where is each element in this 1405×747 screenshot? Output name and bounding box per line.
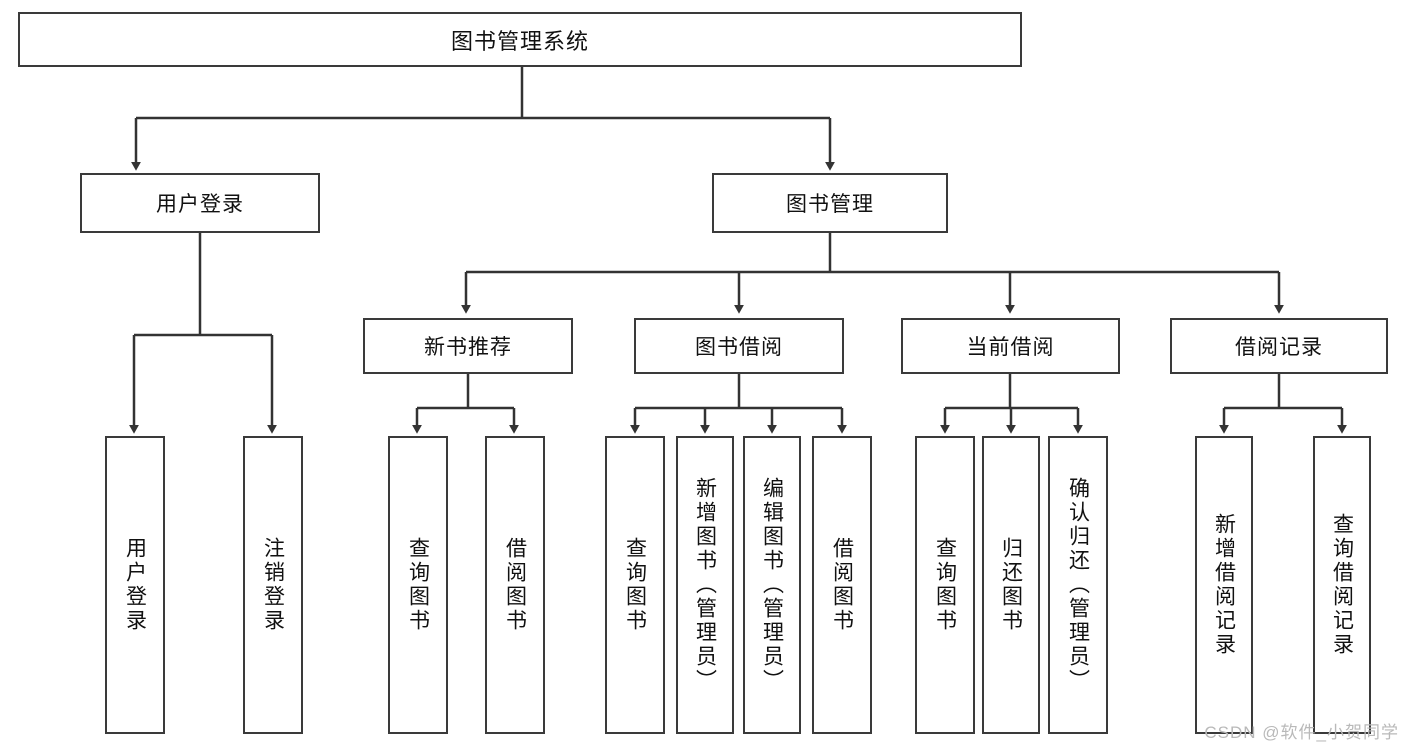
node-label: 编辑图书（管理员）: [760, 477, 784, 693]
node-label: 借阅图书: [503, 537, 527, 633]
leaf-return-book[interactable]: 归还图书: [982, 436, 1040, 734]
node-label: 注销登录: [261, 537, 285, 633]
node-label: 查询图书: [623, 537, 647, 633]
node-user-login[interactable]: 用户登录: [80, 173, 320, 233]
node-new-book-recommend[interactable]: 新书推荐: [363, 318, 573, 374]
node-label: 查询图书: [406, 537, 430, 633]
leaf-query-book-current[interactable]: 查询图书: [915, 436, 975, 734]
node-label: 图书借阅: [695, 336, 783, 359]
node-label: 图书管理系统: [450, 28, 589, 54]
node-label: 新书推荐: [424, 336, 512, 359]
node-label: 查询图书: [933, 537, 957, 633]
watermark-text: CSDN @软件_小贺同学: [1204, 723, 1399, 742]
node-label: 图书管理: [786, 193, 874, 216]
leaf-borrow-book[interactable]: 借阅图书: [812, 436, 872, 734]
leaf-user-login[interactable]: 用户登录: [105, 436, 165, 734]
leaf-edit-book-admin[interactable]: 编辑图书（管理员）: [743, 436, 801, 734]
leaf-add-book-admin[interactable]: 新增图书（管理员）: [676, 436, 734, 734]
node-label: 新增借阅记录: [1212, 513, 1236, 657]
node-label: 借阅记录: [1235, 336, 1323, 359]
node-book-management[interactable]: 图书管理: [712, 173, 948, 233]
node-book-borrow[interactable]: 图书借阅: [634, 318, 844, 374]
node-label: 新增图书（管理员）: [693, 477, 717, 693]
leaf-borrow-book-recommend[interactable]: 借阅图书: [485, 436, 545, 734]
node-label: 借阅图书: [830, 537, 854, 633]
node-label: 确认归还（管理员）: [1066, 477, 1090, 693]
node-borrow-record[interactable]: 借阅记录: [1170, 318, 1388, 374]
node-label: 当前借阅: [966, 336, 1055, 359]
node-book-management-system[interactable]: 图书管理系统: [18, 12, 1022, 67]
leaf-query-borrow-record[interactable]: 查询借阅记录: [1313, 436, 1371, 734]
node-label: 用户登录: [156, 193, 244, 216]
leaf-user-logout[interactable]: 注销登录: [243, 436, 303, 734]
leaf-query-book-recommend[interactable]: 查询图书: [388, 436, 448, 734]
node-current-borrow[interactable]: 当前借阅: [901, 318, 1120, 374]
node-label: 用户登录: [123, 537, 147, 633]
leaf-query-book-borrow[interactable]: 查询图书: [605, 436, 665, 734]
leaf-confirm-return-admin[interactable]: 确认归还（管理员）: [1048, 436, 1108, 734]
leaf-add-borrow-record[interactable]: 新增借阅记录: [1195, 436, 1253, 734]
node-label: 归还图书: [999, 537, 1023, 633]
node-label: 查询借阅记录: [1330, 513, 1354, 657]
